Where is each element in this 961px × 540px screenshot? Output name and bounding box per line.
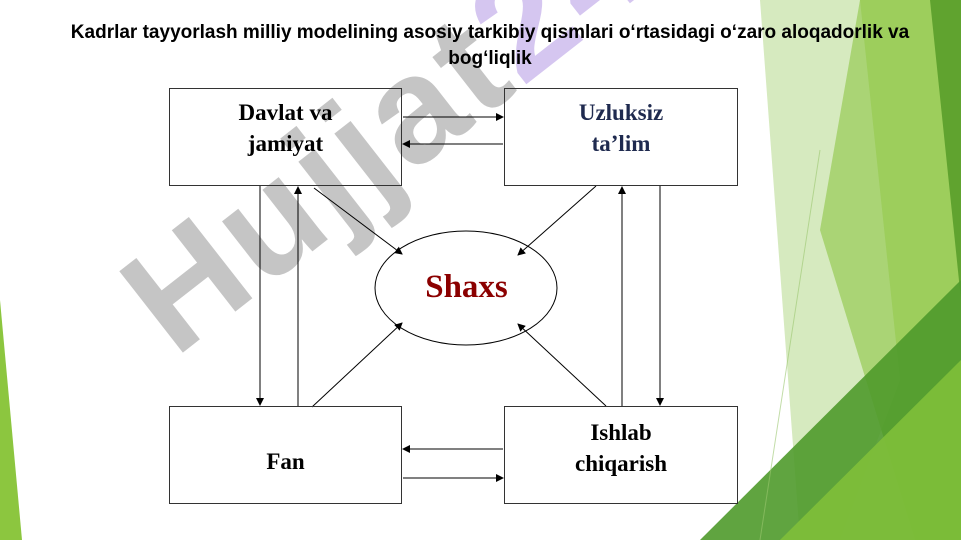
center-ellipse	[374, 230, 558, 346]
arrow-uzluksiz-to-shaxs	[517, 185, 597, 256]
node-shaxs: Shaxs	[425, 268, 508, 305]
node-uzluksiz-talim: Uzluksiz ta’lim	[504, 88, 738, 186]
node-davlat-va-jamiyat: Davlat va jamiyat	[169, 88, 402, 186]
node-ishlab-chiqarish: Ishlab chiqarish	[504, 406, 738, 504]
arrow-ishlab-to-shaxs	[517, 323, 607, 407]
arrow-fan-to-shaxs	[311, 322, 403, 408]
slide-title: Kadrlar tayyorlash milliy modelining aso…	[70, 22, 910, 69]
node-fan: Fan	[169, 406, 402, 504]
arrow-davlat-to-shaxs	[313, 187, 403, 255]
